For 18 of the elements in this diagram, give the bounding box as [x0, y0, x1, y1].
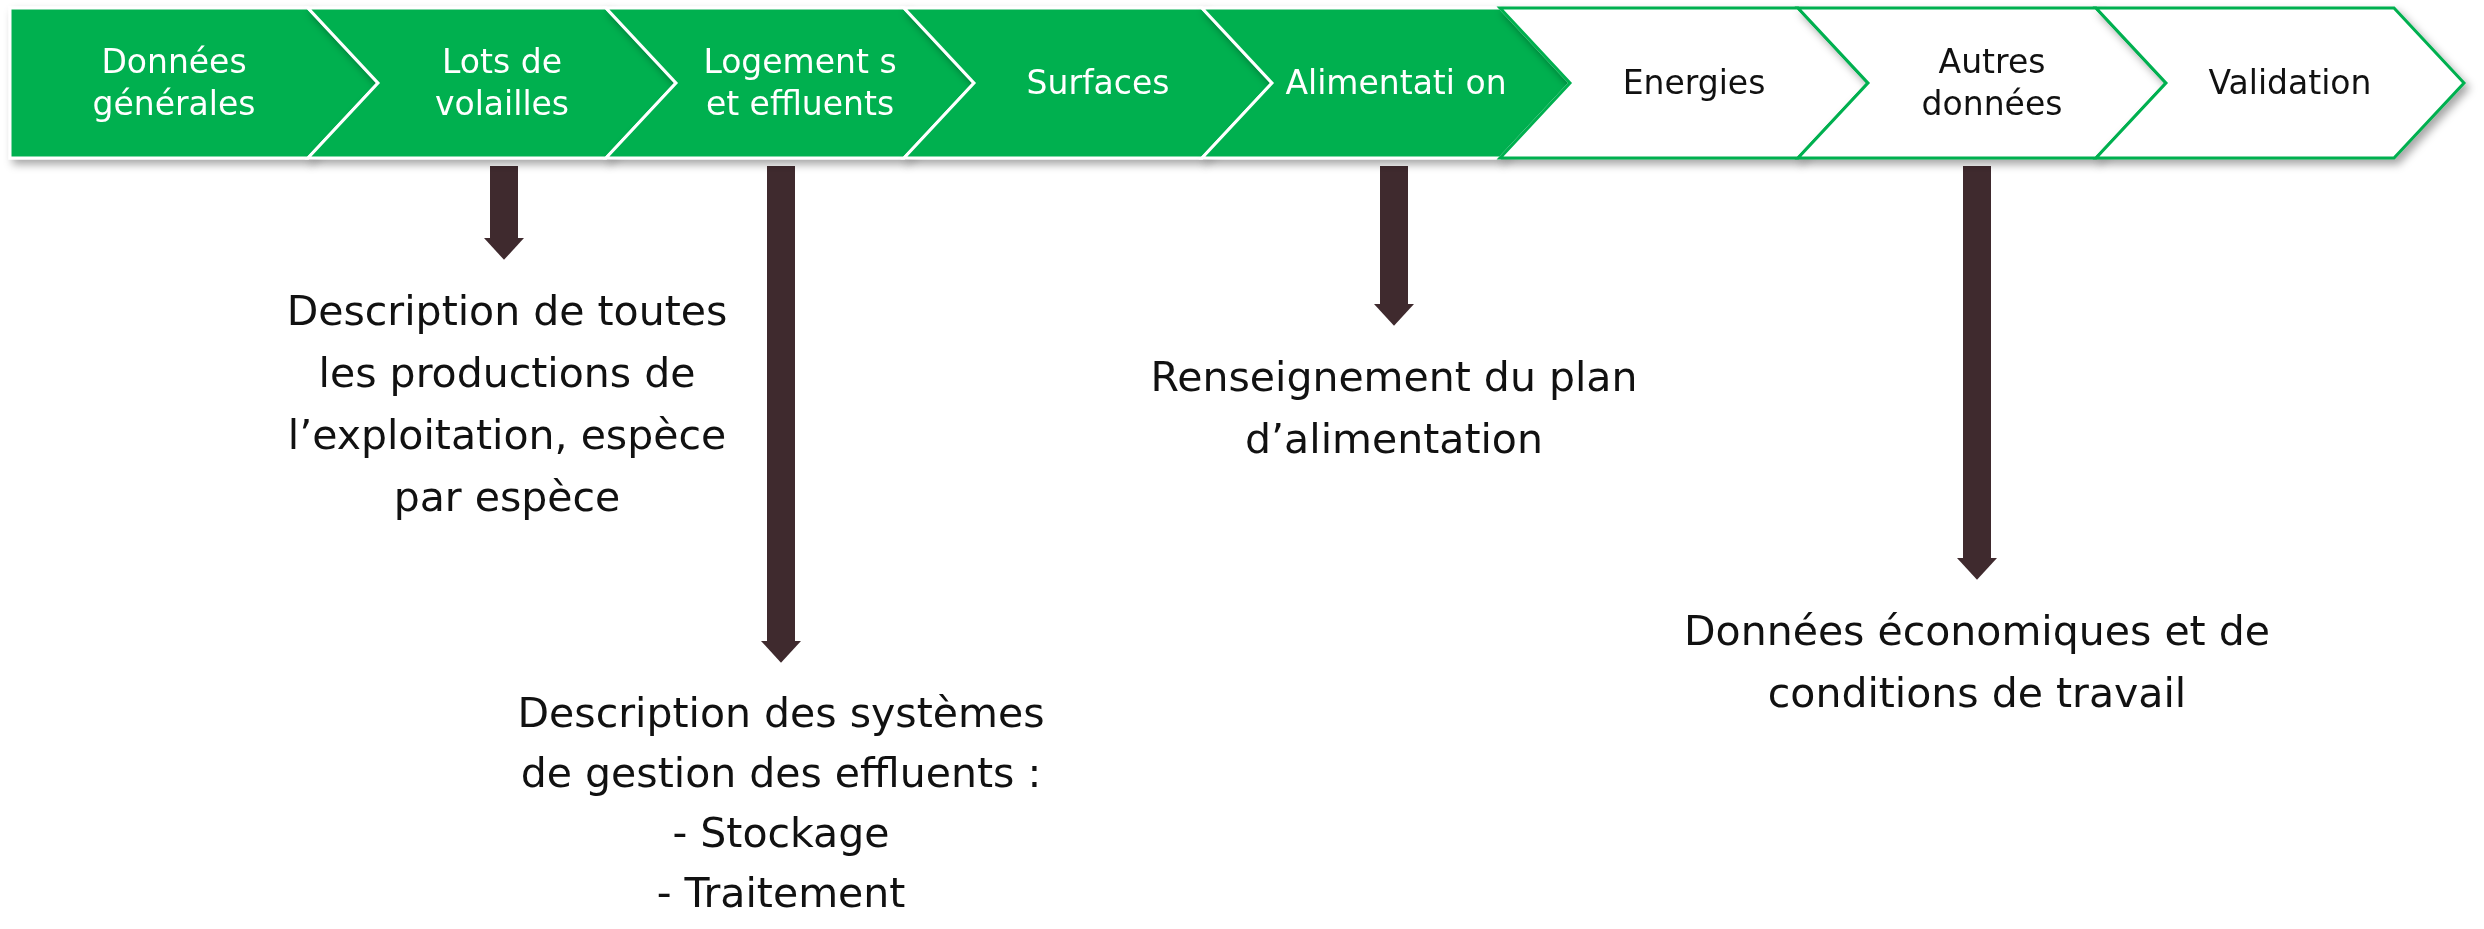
description-text: Renseignement du plan d’alimentation	[1149, 352, 1639, 465]
step-label: Lots de volailles	[433, 41, 571, 125]
step-label: Données générales	[91, 41, 257, 125]
step-label: Alimentati on	[1285, 62, 1507, 104]
down-arrow	[1374, 166, 1414, 326]
down-arrow	[1957, 166, 1997, 580]
step-label: Surfaces	[1026, 62, 1170, 104]
step-label: Energies	[1622, 62, 1766, 104]
description-text: Description des systèmes de gestion des effluents :	[516, 688, 1046, 799]
step-label: Validation	[2208, 62, 2372, 104]
description-text: - Stockage	[671, 808, 891, 859]
down-arrow	[484, 166, 524, 260]
description-text: - Traitement	[655, 868, 907, 919]
description-text: Données économiques et de conditions de travail	[1683, 606, 2271, 719]
description-text: Description de toutes les productions de l’exploitation, espèce par espèce	[285, 286, 729, 523]
step-label: Logement s et effluents	[702, 41, 898, 125]
step-label: Autres données	[1920, 41, 2064, 125]
down-arrow	[761, 166, 801, 663]
